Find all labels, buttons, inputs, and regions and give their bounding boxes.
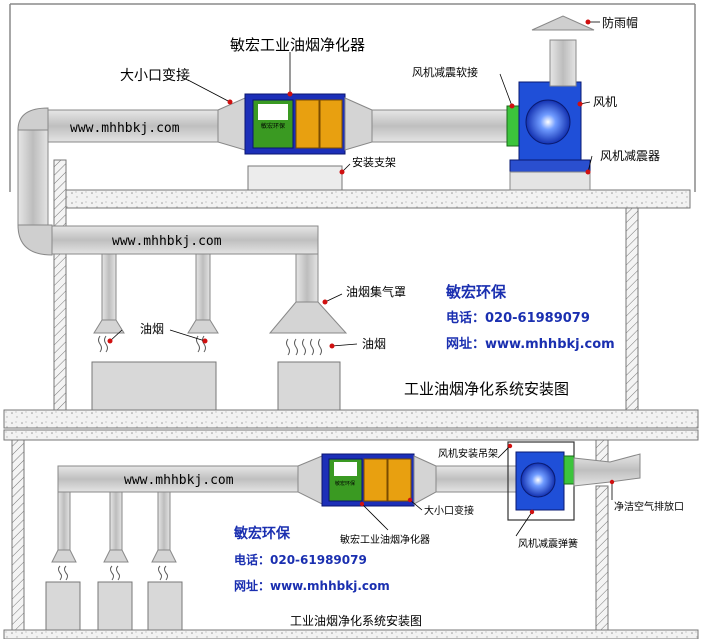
fan-base xyxy=(509,159,591,173)
drop-duct-2 xyxy=(195,253,211,321)
company-name-top: 敏宏环保 xyxy=(445,283,507,301)
outlet-duct xyxy=(573,453,641,487)
label-purifier-top: 敏宏工业油烟净化器 xyxy=(230,36,365,54)
top-leaders xyxy=(109,21,600,347)
label-fan-damper: 风机减震器 xyxy=(600,149,660,163)
duct-url-1: www.mhhbkj.com xyxy=(70,121,180,136)
label-fan: 风机 xyxy=(593,95,617,109)
caption-top: 工业油烟净化系统安装图 xyxy=(404,380,569,398)
label-bracket: 安装支架 xyxy=(352,155,396,169)
stove-2 xyxy=(277,361,341,411)
purifier-bottom-door-right xyxy=(387,458,412,502)
top-left-wall xyxy=(53,159,67,411)
stove-1 xyxy=(91,361,217,411)
label-rain-cap: 防雨帽 xyxy=(602,15,638,30)
bottom-reducer-left xyxy=(297,455,323,505)
label-purifier-bottom: 敏宏工业油烟净化器 xyxy=(340,533,430,546)
bottom-stove-3 xyxy=(147,581,183,631)
top-leader-dots xyxy=(107,19,591,349)
duct-to-fan xyxy=(371,109,508,143)
upper-duct xyxy=(47,109,219,143)
website-top: 网址：www.mhhbkj.com xyxy=(446,336,615,352)
bottom-duct-to-fan xyxy=(435,465,517,493)
label-fan-soft-joint: 风机减震软接 xyxy=(412,65,478,79)
small-hood-2 xyxy=(187,319,219,334)
bottom-leader-dots xyxy=(359,443,615,515)
fan-damper-pad xyxy=(509,171,591,191)
purifier-bottom-logo-icon xyxy=(334,462,357,476)
caption-bottom: 工业油烟净化系统安装图 xyxy=(290,613,422,628)
label-hood: 油烟集气罩 xyxy=(346,284,406,299)
drop-duct-1 xyxy=(101,253,117,321)
bottom-duct-url: www.mhhbkj.com xyxy=(124,473,234,488)
bottom-right-wall-lower xyxy=(595,485,609,631)
small-hood-1 xyxy=(93,319,125,334)
bottom-ceiling-slab xyxy=(3,429,699,441)
top-floor-slab xyxy=(63,189,691,209)
duct-url-2: www.mhhbkj.com xyxy=(112,234,222,249)
bottom-stove-2 xyxy=(97,581,133,631)
label-fume-1: 油烟 xyxy=(140,322,164,336)
bottom-reducer-right xyxy=(413,455,437,505)
company-name-bottom: 敏宏环保 xyxy=(233,525,291,542)
purifier-logo-text: 敏宏环保 xyxy=(261,122,285,130)
top-ground-slab xyxy=(3,409,699,429)
left-lower-elbow xyxy=(17,224,53,256)
label-reducer-top: 大小口变接 xyxy=(120,67,190,84)
fan-soft-joint-bottom xyxy=(563,455,575,485)
label-spring: 风机减震弹簧 xyxy=(518,537,578,550)
bottom-main-duct xyxy=(57,465,299,493)
bottom-drop-1 xyxy=(57,491,71,551)
purifier-bracket xyxy=(247,165,343,191)
bottom-hood-2 xyxy=(103,549,129,563)
bottom-hood-1 xyxy=(51,549,77,563)
label-reducer-bottom: 大小口变接 xyxy=(424,504,474,517)
reducer-top xyxy=(217,97,246,151)
bottom-drop-2 xyxy=(109,491,123,551)
purifier-bottom-door-left xyxy=(363,458,388,502)
website-bottom: 网址：www.mhhbkj.com xyxy=(234,578,390,593)
label-outlet: 净洁空气排放口 xyxy=(614,500,684,513)
bottom-floor-slab xyxy=(3,629,699,639)
purifier-logo-icon xyxy=(258,104,288,120)
label-fume-2: 油烟 xyxy=(362,337,386,351)
top-room-outline xyxy=(9,3,696,192)
fan-impeller xyxy=(525,99,571,145)
phone-top: 电话：020-61989079 xyxy=(446,310,590,326)
bottom-hood-3 xyxy=(151,549,177,563)
reducer-top-right xyxy=(344,97,373,151)
big-hood xyxy=(268,301,348,334)
purifier-door-left xyxy=(295,99,320,149)
fume-wisps-bottom xyxy=(58,565,168,581)
bottom-left-wall xyxy=(11,439,25,631)
purifier-bottom-logo-text: 敏宏环保 xyxy=(335,480,355,487)
bottom-drop-3 xyxy=(157,491,171,551)
top-right-wall xyxy=(625,207,639,411)
bottom-stove-1 xyxy=(45,581,81,631)
lower-duct xyxy=(51,225,319,255)
hood-duct xyxy=(295,253,319,303)
fan-bottom-impeller xyxy=(520,462,556,498)
bottom-leaders xyxy=(361,445,613,537)
rain-cap xyxy=(531,15,595,31)
exhaust-stack xyxy=(549,39,577,87)
label-fan-hanger: 风机安装吊架 xyxy=(438,447,498,460)
left-riser-duct xyxy=(17,129,49,226)
fume-wisps-top xyxy=(98,335,322,356)
fan-soft-joint-top xyxy=(506,105,520,147)
phone-bottom: 电话：020-61989079 xyxy=(234,552,367,567)
purifier-door-right xyxy=(319,99,343,149)
